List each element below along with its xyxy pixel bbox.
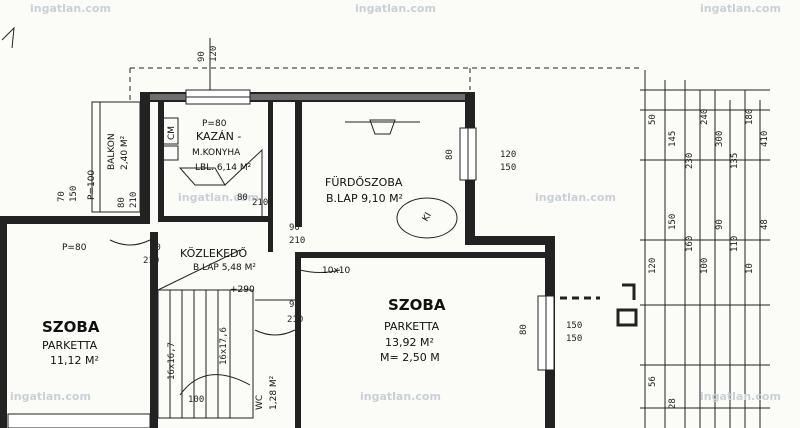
dim-door-a-width: 90 <box>289 223 300 233</box>
room-name-balkon: BALKON <box>107 133 117 170</box>
dim-chain-label: 10 <box>745 263 755 274</box>
annotation-cm: CM <box>167 126 177 140</box>
room-height-szoba-right: M= 2,50 M <box>380 351 440 364</box>
dim-chain-label: 230 <box>685 153 695 169</box>
balcony <box>91 101 141 213</box>
watermark: ingatlan.com <box>355 2 436 15</box>
dim-stair-a: 16x16,7 <box>167 342 177 380</box>
room-name-wc: WC <box>255 395 265 410</box>
annotation-p100: P=100 <box>87 170 97 200</box>
dim-chain-label: 410 <box>760 131 770 147</box>
kitchen-fixtures <box>161 117 263 220</box>
watermark: ingatlan.com <box>360 390 441 403</box>
dim-chain-label: 48 <box>760 219 770 230</box>
dim-chain-label: 110 <box>730 236 740 252</box>
room-name-szoba-right: SZOBA <box>388 296 446 314</box>
watermark: ingatlan.com <box>178 191 259 204</box>
windows <box>7 89 555 428</box>
dim-door-c-width: 90 <box>289 300 300 310</box>
room-floor-szoba-right: PARKETTA <box>384 320 440 333</box>
watermark: ingatlan.com <box>700 390 781 403</box>
dim-door-80-height: 210 <box>252 198 268 208</box>
room-area-wc: 1,28 M² <box>269 375 279 410</box>
dim-chain-label: 50 <box>648 114 658 125</box>
dimension-chain-labels: 50 145 230 240 300 135 180 410 120 150 160 100 90 110… <box>648 109 770 409</box>
annotation-door: 10x10 <box>322 266 351 276</box>
dim-top-a: 90 <box>197 51 207 62</box>
room-name-furdoszoba: FÜRDŐSZOBA <box>325 175 403 189</box>
dim-chain-label: 300 <box>715 131 725 147</box>
watermark: ingatlan.com <box>535 191 616 204</box>
room-area-szoba-left: 11,12 M² <box>50 354 99 367</box>
dim-right-window-a: 150 <box>566 321 582 331</box>
bathroom-fixtures <box>345 119 458 239</box>
dim-door-b-width: 90 <box>150 243 161 253</box>
watermark: ingatlan.com <box>30 2 111 15</box>
dim-chain-label: 160 <box>685 236 695 252</box>
room-floor-szoba-left: PARKETTA <box>42 339 98 352</box>
dim-door-a-height: 210 <box>289 236 305 246</box>
dimension-chain-right <box>640 70 770 428</box>
dim-top-b: 120 <box>209 46 219 62</box>
room-area-balkon: 2,40 M² <box>120 135 130 170</box>
room-name-szoba-left: SZOBA <box>42 318 100 336</box>
dim-door-80: 80 <box>237 193 248 203</box>
dim-balcony-c: 80 <box>117 197 127 208</box>
watermark: ingatlan.com <box>10 390 91 403</box>
dim-balcony-a: 70 <box>57 191 67 202</box>
room-area-kazan: LBL. 6,14 M² <box>195 163 252 173</box>
door-arcs <box>109 239 341 336</box>
level-mark: +290 <box>230 285 255 295</box>
dim-balcony-d: 210 <box>129 192 139 208</box>
room-area-szoba-right: 13,92 M² <box>385 336 434 349</box>
room-sub-kazan: M.KONYHA <box>192 148 241 158</box>
dim-bath-side: 80 <box>445 149 455 160</box>
dim-chain-label: 90 <box>715 219 725 230</box>
dim-chain-label: 150 <box>668 214 678 230</box>
staircase <box>157 249 254 419</box>
dim-balcony-b: 150 <box>69 186 79 202</box>
dim-stair-b: 16x17,6 <box>219 327 229 365</box>
dim-door-c-height: 210 <box>287 315 303 325</box>
dim-right-window-b: 150 <box>566 334 582 344</box>
dim-chain-label: 28 <box>668 398 678 409</box>
dim-chain-label: 145 <box>668 131 678 147</box>
dim-right-side: 80 <box>519 324 529 335</box>
arrow-mark <box>560 283 638 327</box>
dim-bottom-left: 100 <box>188 395 204 405</box>
dim-chain-label: 240 <box>700 109 710 125</box>
room-area-furdoszoba: B.LAP 9,10 M² <box>326 192 403 205</box>
dim-chain-label: 100 <box>700 258 710 274</box>
annotation-p80-top: P=80 <box>202 119 227 129</box>
room-name-kozlekedo: KÖZLEKEDŐ <box>180 246 248 260</box>
annotation-ki: KI <box>421 211 434 223</box>
annotation-p80-left: P=80 <box>62 243 87 253</box>
dim-door-b-height: 210 <box>143 256 159 266</box>
dim-chain-label: 56 <box>648 376 658 387</box>
dim-bath-window-b: 150 <box>500 163 516 173</box>
watermark: ingatlan.com <box>700 2 781 15</box>
dim-chain-label: 120 <box>648 258 658 274</box>
room-name-kazan: KAZÁN - <box>196 130 241 143</box>
dim-chain-label: 180 <box>745 109 755 125</box>
dim-chain-label: 135 <box>730 153 740 169</box>
corner-mark <box>1 26 15 49</box>
room-area-kozlekedo: B.LAP 5,48 M² <box>193 263 256 273</box>
dim-bath-window-a: 120 <box>500 150 516 160</box>
dim-balcony-e: 230 <box>141 192 151 208</box>
